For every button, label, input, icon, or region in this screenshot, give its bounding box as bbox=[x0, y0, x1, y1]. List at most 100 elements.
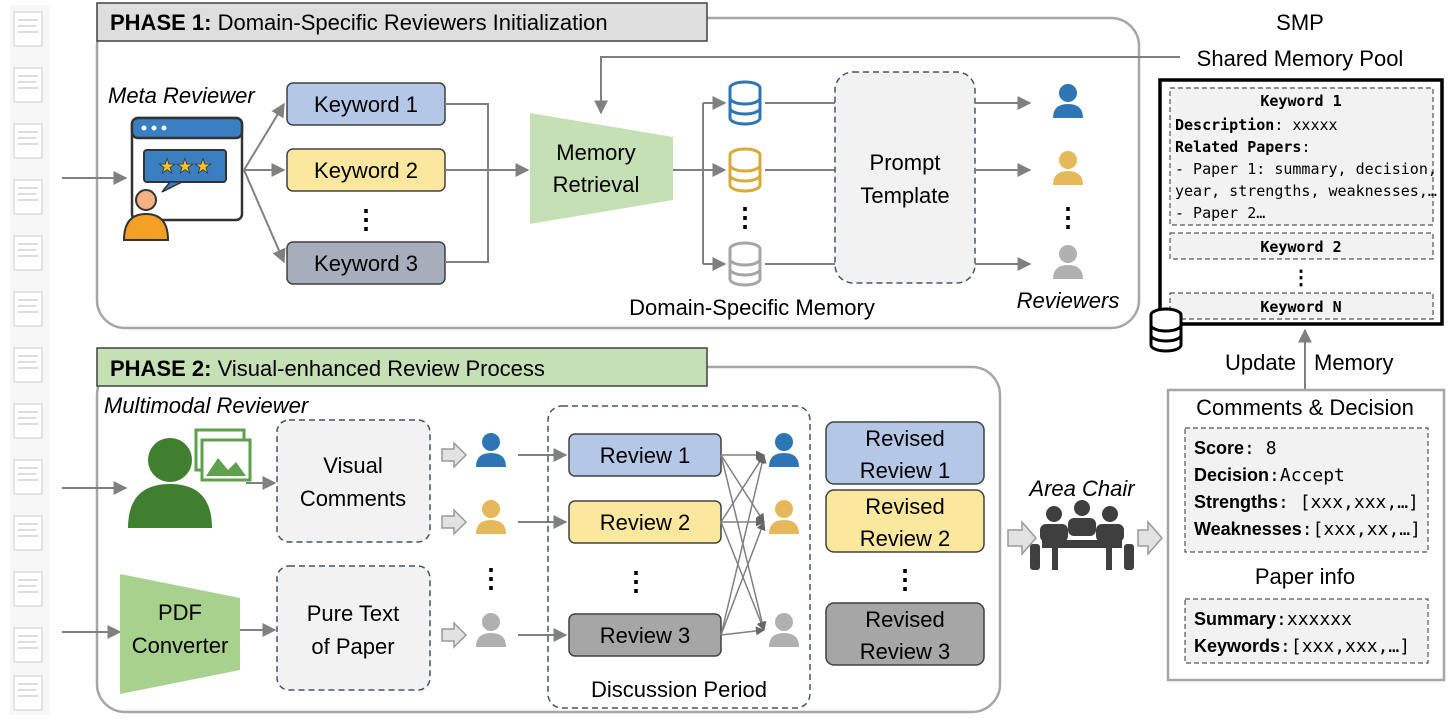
paper-thumbnail bbox=[13, 11, 43, 47]
svg-text:Score: 8: Score: 8 bbox=[1194, 438, 1277, 459]
ellipsis-dots: ⋮ bbox=[892, 564, 918, 594]
svg-text:Review 3: Review 3 bbox=[860, 639, 950, 664]
smp-keywordN-card bbox=[1169, 292, 1434, 320]
paper-thumbnail bbox=[13, 675, 43, 711]
paper-thumbnail bbox=[13, 347, 43, 383]
meta-reviewer-icon: ★★★ bbox=[122, 116, 244, 241]
comments-title: Comments & Decision bbox=[1196, 395, 1414, 420]
svg-text:of Paper: of Paper bbox=[311, 634, 394, 659]
svg-text:Template: Template bbox=[860, 183, 949, 208]
revised-review-box-3: Revised Review 3 bbox=[825, 602, 985, 666]
svg-text:Pure Text: Pure Text bbox=[307, 601, 400, 626]
block-arrow bbox=[1137, 520, 1163, 556]
svg-text:Revised: Revised bbox=[865, 426, 944, 451]
pdf-converter-block: PDF Converter bbox=[120, 574, 240, 694]
smp-keyword1-card bbox=[1169, 87, 1434, 226]
template-reviewer-arrows bbox=[975, 96, 1032, 271]
block-arrows bbox=[441, 441, 468, 649]
revised-review-box-2: Revised Review 2 bbox=[825, 489, 985, 553]
memory-label: Memory bbox=[1314, 350, 1393, 375]
update-label: Update bbox=[1225, 350, 1296, 375]
paper-thumbnail bbox=[13, 459, 43, 495]
svg-text:Keyword 1: Keyword 1 bbox=[1260, 92, 1341, 110]
phase2-header bbox=[96, 347, 708, 387]
block-arrow bbox=[1007, 520, 1037, 556]
ellipsis-dots: ⋮ bbox=[732, 202, 758, 232]
memory-fanout-arrows bbox=[673, 96, 727, 271]
paper-thumbnail bbox=[13, 67, 43, 103]
multimodal-reviewer-icon bbox=[128, 428, 252, 528]
phase1-title: PHASE 1: Domain-Specific Reviewers Initi… bbox=[110, 10, 608, 35]
memory-retrieval-block: Memory Retrieval bbox=[530, 113, 673, 224]
svg-text:Keyword 1: Keyword 1 bbox=[314, 92, 418, 117]
svg-text:Review 1: Review 1 bbox=[600, 443, 690, 468]
phase2-title: PHASE 2: Visual-enhanced Review Process bbox=[110, 356, 545, 381]
discussion-period-box: Discussion Period bbox=[547, 405, 811, 709]
decision-card bbox=[1184, 427, 1429, 553]
paper-thumbnail bbox=[13, 291, 43, 327]
paper-thumbnail bbox=[13, 235, 43, 271]
svg-text:- Paper 2…: - Paper 2… bbox=[1175, 204, 1265, 222]
review-box-2: Review 2 bbox=[568, 500, 722, 544]
domain-memory-label: Domain-Specific Memory bbox=[629, 295, 875, 320]
svg-text:Comments: Comments bbox=[300, 486, 406, 511]
area-chair-icon bbox=[1030, 500, 1134, 570]
keyword-box-1: Keyword 1 bbox=[286, 82, 446, 126]
paper-info-title: Paper info bbox=[1255, 564, 1355, 589]
db-template-lines bbox=[765, 102, 835, 265]
keyword-box-2: Keyword 2 bbox=[286, 148, 446, 192]
svg-text:Decision:Accept: Decision:Accept bbox=[1194, 465, 1345, 486]
svg-text:PDF: PDF bbox=[158, 600, 202, 625]
svg-text:Review 3: Review 3 bbox=[600, 623, 690, 648]
smp-pool-box: Keyword 1 Description: xxxxx Related Pap… bbox=[1158, 78, 1444, 326]
reviewer-review-arrows bbox=[518, 448, 568, 642]
svg-text:Revised: Revised bbox=[865, 494, 944, 519]
keyword-merge-lines bbox=[445, 103, 530, 263]
prompt-template-block: Prompt Template bbox=[834, 71, 976, 284]
svg-text:Summary:xxxxxx: Summary:xxxxxx bbox=[1194, 609, 1352, 630]
smp-database-icon bbox=[1149, 307, 1183, 353]
svg-text:Keyword 2: Keyword 2 bbox=[314, 158, 418, 183]
review-box-3: Review 3 bbox=[568, 613, 722, 657]
smp-subtitle: Shared Memory Pool bbox=[1197, 46, 1404, 71]
svg-text:Review 2: Review 2 bbox=[860, 526, 950, 551]
paper-thumbnail bbox=[13, 123, 43, 159]
reviewers-label: Reviewers bbox=[1017, 288, 1120, 313]
smp-title: SMP bbox=[1276, 10, 1324, 35]
review-box-1: Review 1 bbox=[568, 433, 722, 477]
svg-text:Description: xxxxx: Description: xxxxx bbox=[1175, 116, 1338, 134]
svg-text:Discussion Period: Discussion Period bbox=[591, 677, 767, 702]
phase1-header bbox=[96, 2, 708, 42]
svg-text:Strengths: [xxx,xxx,…]: Strengths: [xxx,xxx,…] bbox=[1194, 492, 1419, 513]
database-icon bbox=[728, 80, 762, 126]
paper-info-card bbox=[1184, 598, 1429, 664]
svg-text:Keyword N: Keyword N bbox=[1260, 298, 1341, 316]
meta-reviewer-label: Meta Reviewer bbox=[108, 83, 256, 108]
svg-text:Prompt: Prompt bbox=[870, 150, 941, 175]
ellipsis-dots: ⋮ bbox=[353, 204, 379, 234]
svg-text:★★★: ★★★ bbox=[158, 156, 212, 178]
svg-text:Memory: Memory bbox=[556, 140, 635, 165]
database-icon bbox=[728, 241, 762, 287]
keyword-fanout-arrows bbox=[243, 102, 286, 264]
svg-text:Weaknesses:[xxx,xx,…]: Weaknesses:[xxx,xx,…] bbox=[1194, 519, 1421, 540]
svg-text:Keyword 3: Keyword 3 bbox=[314, 251, 418, 276]
ellipsis-dots: ⋮ bbox=[623, 566, 649, 596]
svg-text:Review 2: Review 2 bbox=[600, 510, 690, 535]
ellipsis-dots: ⋮ bbox=[1291, 267, 1311, 289]
svg-text:Review 1: Review 1 bbox=[860, 458, 950, 483]
smp-keyword2-card bbox=[1169, 232, 1434, 260]
svg-text:Converter: Converter bbox=[132, 633, 229, 658]
multimodal-reviewer-label: Multimodal Reviewer bbox=[104, 393, 310, 418]
svg-text:Retrieval: Retrieval bbox=[553, 172, 640, 197]
paper-thumbnail bbox=[13, 515, 43, 551]
area-chair-label: Area Chair bbox=[1027, 476, 1136, 501]
svg-text:Keyword 2: Keyword 2 bbox=[1260, 238, 1341, 256]
ellipsis-dots: ⋮ bbox=[478, 563, 504, 593]
output-box: Comments & Decision Score: 8 Decision:Ac… bbox=[1166, 388, 1446, 682]
revised-review-box-1: Revised Review 1 bbox=[825, 421, 985, 485]
svg-text:Keywords:[xxx,xxx,…]: Keywords:[xxx,xxx,…] bbox=[1194, 636, 1410, 657]
paper-thumbnail bbox=[13, 403, 43, 439]
ellipsis-dots: ⋮ bbox=[1055, 202, 1081, 232]
svg-text:Revised: Revised bbox=[865, 607, 944, 632]
